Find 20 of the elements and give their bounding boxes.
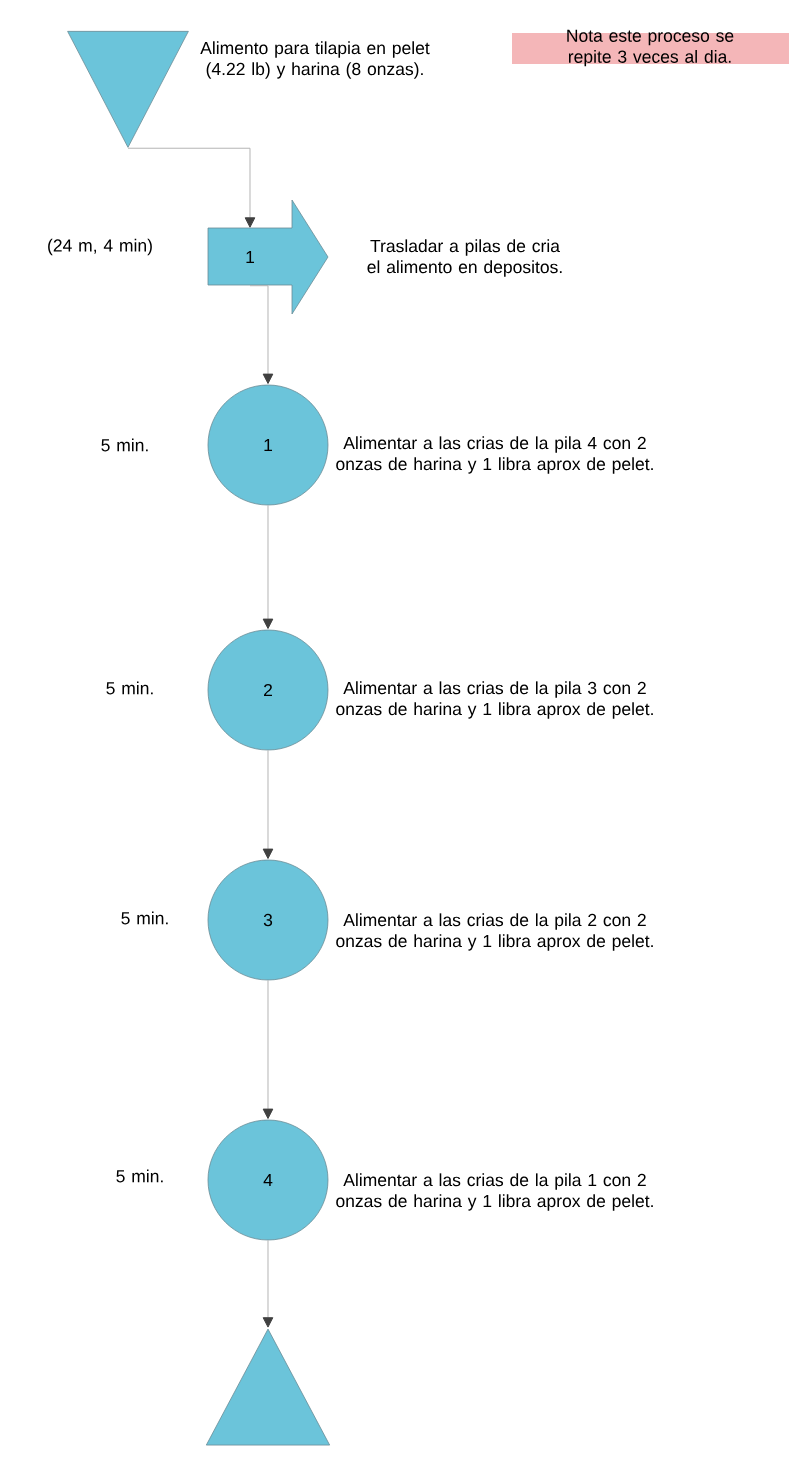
annotation: Alimento para tilapia en pelet (4.22 lb) y harina (8 onzas). <box>200 41 430 79</box>
annotation: 5 min. <box>101 438 148 452</box>
note: Nota este proceso se repite 3 veces al dia. <box>512 29 789 67</box>
annotation: Alimentar a las crias de la pila 4 con 2 onzas de harina y 1 libra aprox de pelet. <box>336 436 653 474</box>
annotation: 5 min. <box>121 911 168 925</box>
arrow <box>262 749 274 859</box>
arrow <box>262 1239 274 1328</box>
arrow <box>249 285 274 384</box>
annotation: (24 m, 4 min) <box>48 238 152 256</box>
annotation: Alimentar a las crias de la pila 1 con 2 onzas de harina y 1 libra aprox de pelet. <box>336 1173 653 1211</box>
arrow <box>262 979 274 1119</box>
annotation: Trasladar a pilas de cria el alimento en depositos. <box>367 239 562 277</box>
annotation: 5 min. <box>106 681 153 695</box>
triangle-symbol <box>205 1328 331 1446</box>
annotation: Alimentar a las crias de la pila 3 con 2 onzas de harina y 1 libra aprox de pelet. <box>336 681 653 719</box>
arrow <box>127 147 256 228</box>
arrow <box>262 504 274 629</box>
annotation: 5 min. <box>116 1169 163 1183</box>
annotation: Alimentar a las crias de la pila 2 con 2 onzas de harina y 1 libra aprox de pelet. <box>336 913 653 951</box>
triangle-symbol <box>67 30 189 148</box>
